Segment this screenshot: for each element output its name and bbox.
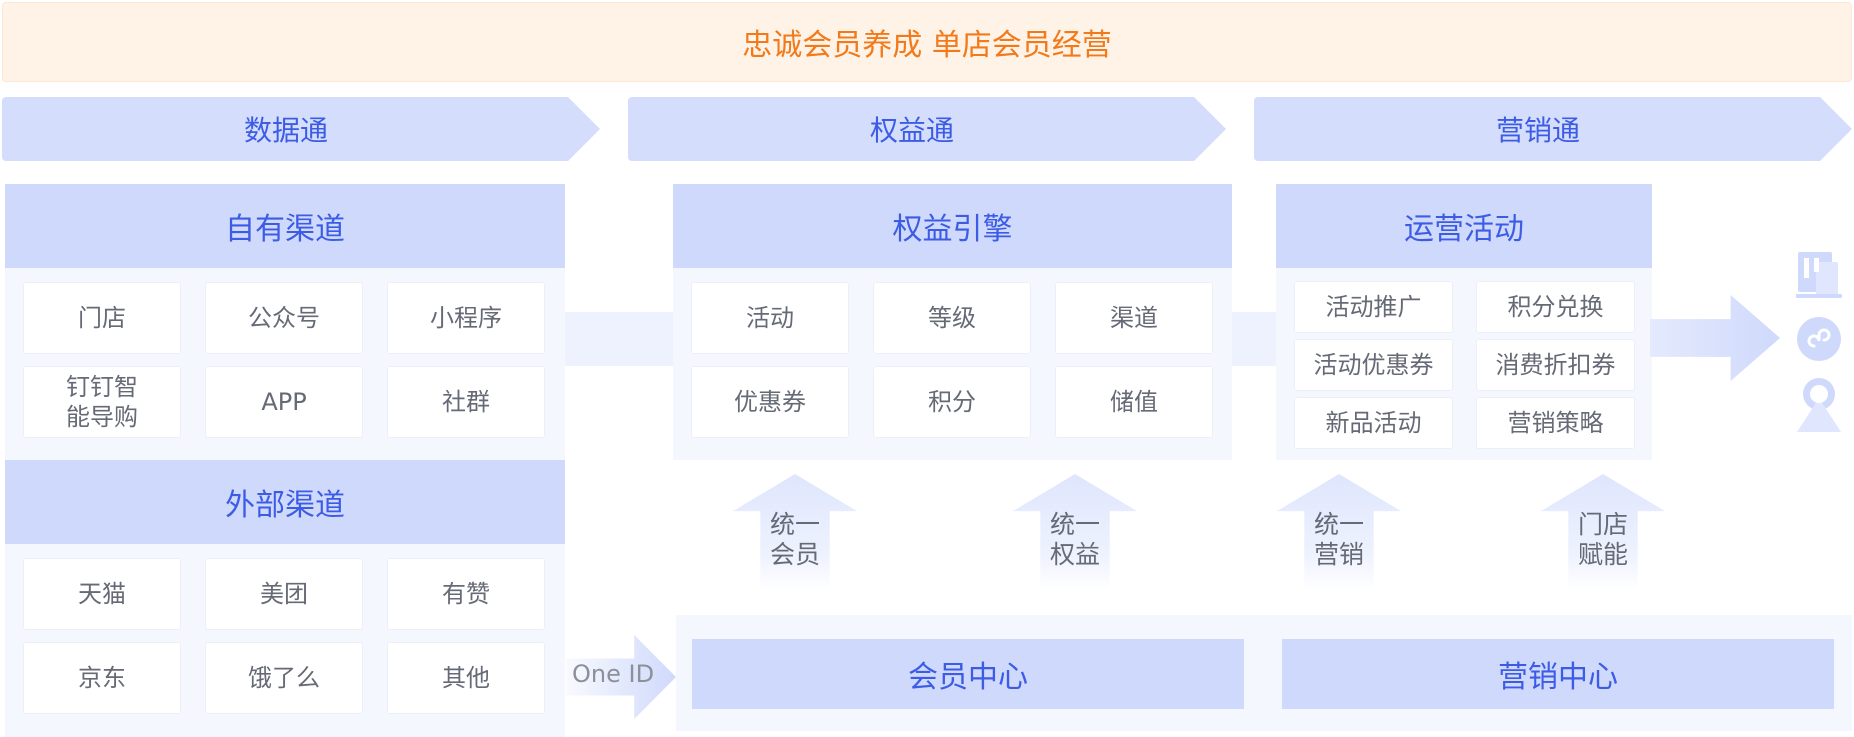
connector-left-middle (565, 312, 673, 366)
channel-dingtalk-guide: 钉钉智 能导购 (23, 366, 181, 438)
channel-meituan: 美团 (205, 558, 363, 630)
channel-eleme: 饿了么 (205, 642, 363, 714)
chevron-label: 营销通 (1495, 114, 1580, 147)
up-arrow-label: 门店 赋能 (1577, 510, 1628, 569)
channel-mini-program: 小程序 (387, 282, 545, 354)
top-banner: 忠诚会员养成 单店会员经营 (2, 2, 1852, 82)
channel-community: 社群 (387, 366, 545, 438)
ops-new-product-activity: 新品活动 (1294, 397, 1453, 449)
channel-store: 门店 (23, 282, 181, 354)
rights-stored-value: 储值 (1055, 366, 1213, 438)
channel-tmall: 天猫 (23, 558, 181, 630)
channel-other: 其他 (387, 642, 545, 714)
mini-program-icon (1797, 317, 1841, 361)
banner-title: 忠诚会员养成 单店会员经营 (742, 28, 1112, 63)
connector-middle-right (1232, 312, 1276, 366)
up-arrow-label: 统一 权益 (1049, 510, 1100, 569)
ops-discount-coupon: 消费折扣券 (1476, 339, 1635, 391)
rights-activity: 活动 (691, 282, 849, 354)
building-icon (1796, 252, 1842, 298)
chevron-label: 数据通 (243, 114, 328, 147)
rights-channel: 渠道 (1055, 282, 1213, 354)
channel-jd: 京东 (23, 642, 181, 714)
up-arrow-label: 统一 会员 (769, 510, 820, 569)
one-id-label: One ID (572, 660, 655, 688)
own-channels-title: 自有渠道 (5, 184, 565, 268)
operations-title: 运营活动 (1276, 184, 1652, 268)
ops-activity-coupon: 活动优惠券 (1294, 339, 1453, 391)
up-arrow-label: 统一 营销 (1313, 510, 1364, 569)
up-arrow-unified-member: 统一 会员 (733, 474, 857, 590)
rights-coupon: 优惠券 (691, 366, 849, 438)
member-center: 会员中心 (692, 639, 1244, 709)
ops-marketing-strategy: 营销策略 (1476, 397, 1635, 449)
user-icon (1797, 378, 1841, 432)
ops-activity-promotion: 活动推广 (1294, 281, 1453, 333)
ops-points-redemption: 积分兑换 (1476, 281, 1635, 333)
rights-level: 等级 (873, 282, 1031, 354)
external-channels-title: 外部渠道 (5, 460, 565, 544)
chevron-label: 权益通 (869, 114, 954, 147)
channel-app: APP (205, 366, 363, 438)
channel-youzan: 有赞 (387, 558, 545, 630)
up-arrow-store-empowerment: 门店 赋能 (1541, 474, 1665, 590)
output-arrow (1650, 295, 1780, 381)
rights-engine-title: 权益引擎 (673, 184, 1232, 268)
chevron-data-link: 数据通 (2, 97, 600, 161)
up-arrow-unified-marketing: 统一 营销 (1277, 474, 1401, 590)
marketing-center: 营销中心 (1282, 639, 1834, 709)
chevron-marketing-link: 营销通 (1254, 97, 1852, 161)
channel-official-account: 公众号 (205, 282, 363, 354)
chevron-rights-link: 权益通 (628, 97, 1226, 161)
up-arrow-unified-rights: 统一 权益 (1013, 474, 1137, 590)
rights-points: 积分 (873, 366, 1031, 438)
